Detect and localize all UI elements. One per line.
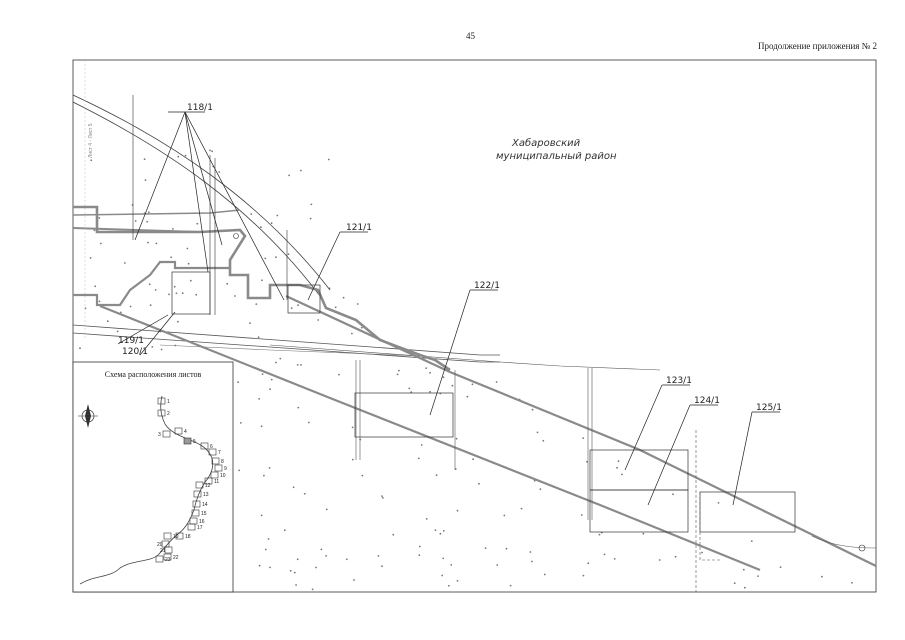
inset-sheet-number: 21 [160,548,166,554]
inset-frame [72,361,234,593]
inset-sheet [155,555,164,563]
inset-sheet [211,457,220,465]
inset-sheet [208,448,217,456]
inset-sheet-number: 7 [218,450,221,456]
inset-sheet-number: 9 [224,466,227,472]
inset-sheet-number: 3 [158,432,161,438]
road-east [269,344,661,371]
inset-sheet-number: 14 [202,502,208,508]
inset-sheet [157,397,166,405]
region-label-sub: муниципальный район [496,151,617,162]
inset-sheet-number: 20 [157,542,163,548]
road-arc-inner [73,101,321,297]
inset-title: Схема расположения листов [105,370,202,379]
plot-118 [171,271,211,315]
plot-label-121: 121/1 [346,223,372,233]
leader-lines [117,111,753,506]
inset-sheet-number: 13 [203,492,209,498]
inset-sheet [192,500,201,508]
east-road [811,535,876,549]
plot-121 [287,284,321,314]
inset-sheet [163,553,172,561]
inset-sheet [200,442,209,450]
inset-sheet [175,532,184,540]
inset-sheet-number: 2 [167,411,170,417]
plot-125 [699,491,796,533]
page-number: 45 [466,31,475,41]
appendix-note: Продолжение приложения № 2 [757,41,877,51]
plot-label-123: 123/1 [666,376,692,386]
inset-sheet [191,509,200,517]
margin-note: Лист 4 - Лист 5 [88,123,94,158]
inset-sheet-number: 19 [173,534,179,540]
inset-sheet-number: 17 [197,525,203,531]
inset-sheet-number: 5 [193,439,196,445]
boundary-south-west [73,260,230,307]
pipeline-line [99,304,761,572]
boundary-west [73,227,201,233]
inset-sheet [157,409,166,417]
plot-122 [354,392,454,438]
inset-sheet-number: 8 [221,459,224,465]
inset-sheet [214,464,223,472]
plot-124 [589,489,689,533]
road-arc-outer [73,94,331,291]
region-label: Хабаровский [511,137,581,149]
inset-sheet [164,546,173,554]
inset-sheet-number: 23 [165,557,171,563]
inset-sheet-number: 22 [173,555,179,561]
inset-sheet-number: 15 [201,511,207,517]
inset-sheet [183,437,192,445]
plot-label-122: 122/1 [474,281,500,291]
plot-label-125: 125/1 [756,403,782,413]
plot-label-120: 120/1 [122,347,148,357]
inset-sheet-number: 12 [205,483,211,489]
inset-sheet [193,490,202,498]
inset-sheet-number: 18 [185,534,191,540]
inset-sheet [163,532,172,540]
label-underlines [168,111,780,413]
plot-label-124: 124/1 [694,396,720,406]
powerline-line [285,295,876,567]
plot-label-118: 118/1 [187,103,213,113]
inset-sheet [174,427,183,435]
inset-sheet-number: 11 [214,479,219,485]
map-frame [72,59,877,593]
inset-sheet-number: 16 [199,519,205,525]
inset-sheet-number: 6 [210,444,213,450]
inset-sheet-number: 4 [184,429,187,435]
plot-125-extension [699,492,720,561]
inset-sheet [204,477,213,485]
marker-icon [233,233,239,239]
inset-sheet [195,481,204,489]
inset-sheet-number: 1 [167,399,170,405]
plot-label-119: 119/1 [118,336,144,346]
service-road [159,344,421,357]
inset-sheet-number: 10 [220,473,226,479]
plot-123 [589,449,689,491]
inset-sheet [210,471,219,479]
inset-sheet [162,430,171,438]
marker-icon [858,544,866,552]
compass-icon [78,404,98,428]
inset-river [79,395,214,585]
inset-sheet [187,523,196,531]
